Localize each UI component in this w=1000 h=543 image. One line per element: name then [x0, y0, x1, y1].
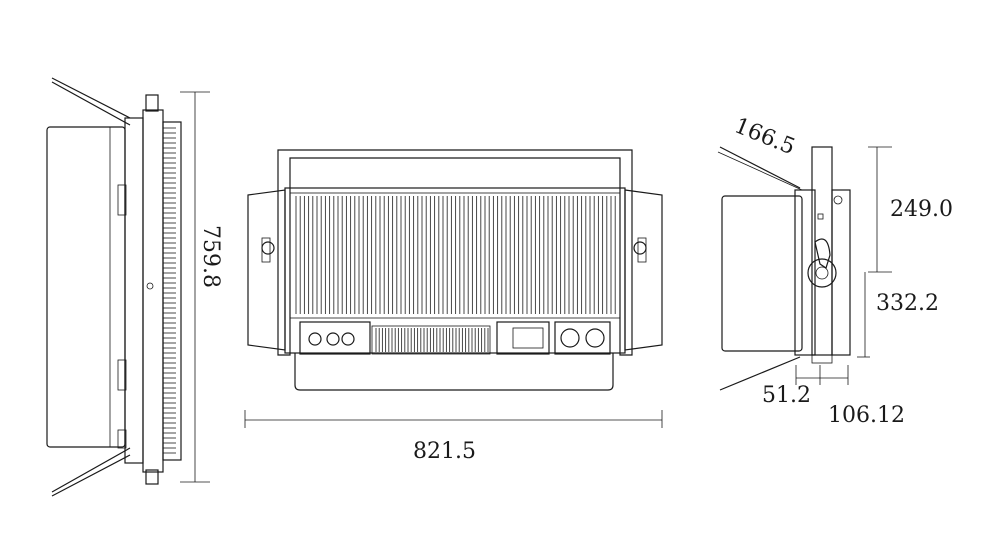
dimension-depth-a-label: 51.2 — [762, 383, 811, 408]
power-in-icon — [560, 328, 580, 348]
display-screen — [496, 321, 550, 355]
side-view: 166.5 249.0 332.2 51.2 106.12 — [717, 113, 953, 428]
dimension-width-label: 821.5 — [413, 439, 476, 464]
rear-view: 821.5 — [244, 149, 663, 464]
dimension-diagonal-label: 166.5 — [731, 113, 799, 160]
dimension-side-lower-label: 332.2 — [876, 291, 939, 316]
front-edge-fins — [163, 127, 176, 454]
tilt-knob-icon — [807, 258, 837, 288]
dimension-height-label: 759.8 — [198, 225, 223, 288]
rear-heatsink-fins — [295, 196, 616, 314]
front-edge-view: 759.8 — [46, 77, 223, 497]
power-out-icon — [585, 328, 605, 348]
connector-3-icon — [341, 332, 355, 346]
connector-2-icon — [326, 332, 340, 346]
connector-1-icon — [308, 332, 322, 346]
panel-fins — [375, 328, 489, 352]
dimension-side-upper-label: 249.0 — [890, 197, 953, 222]
dimension-depth-b-label: 106.12 — [828, 403, 905, 428]
